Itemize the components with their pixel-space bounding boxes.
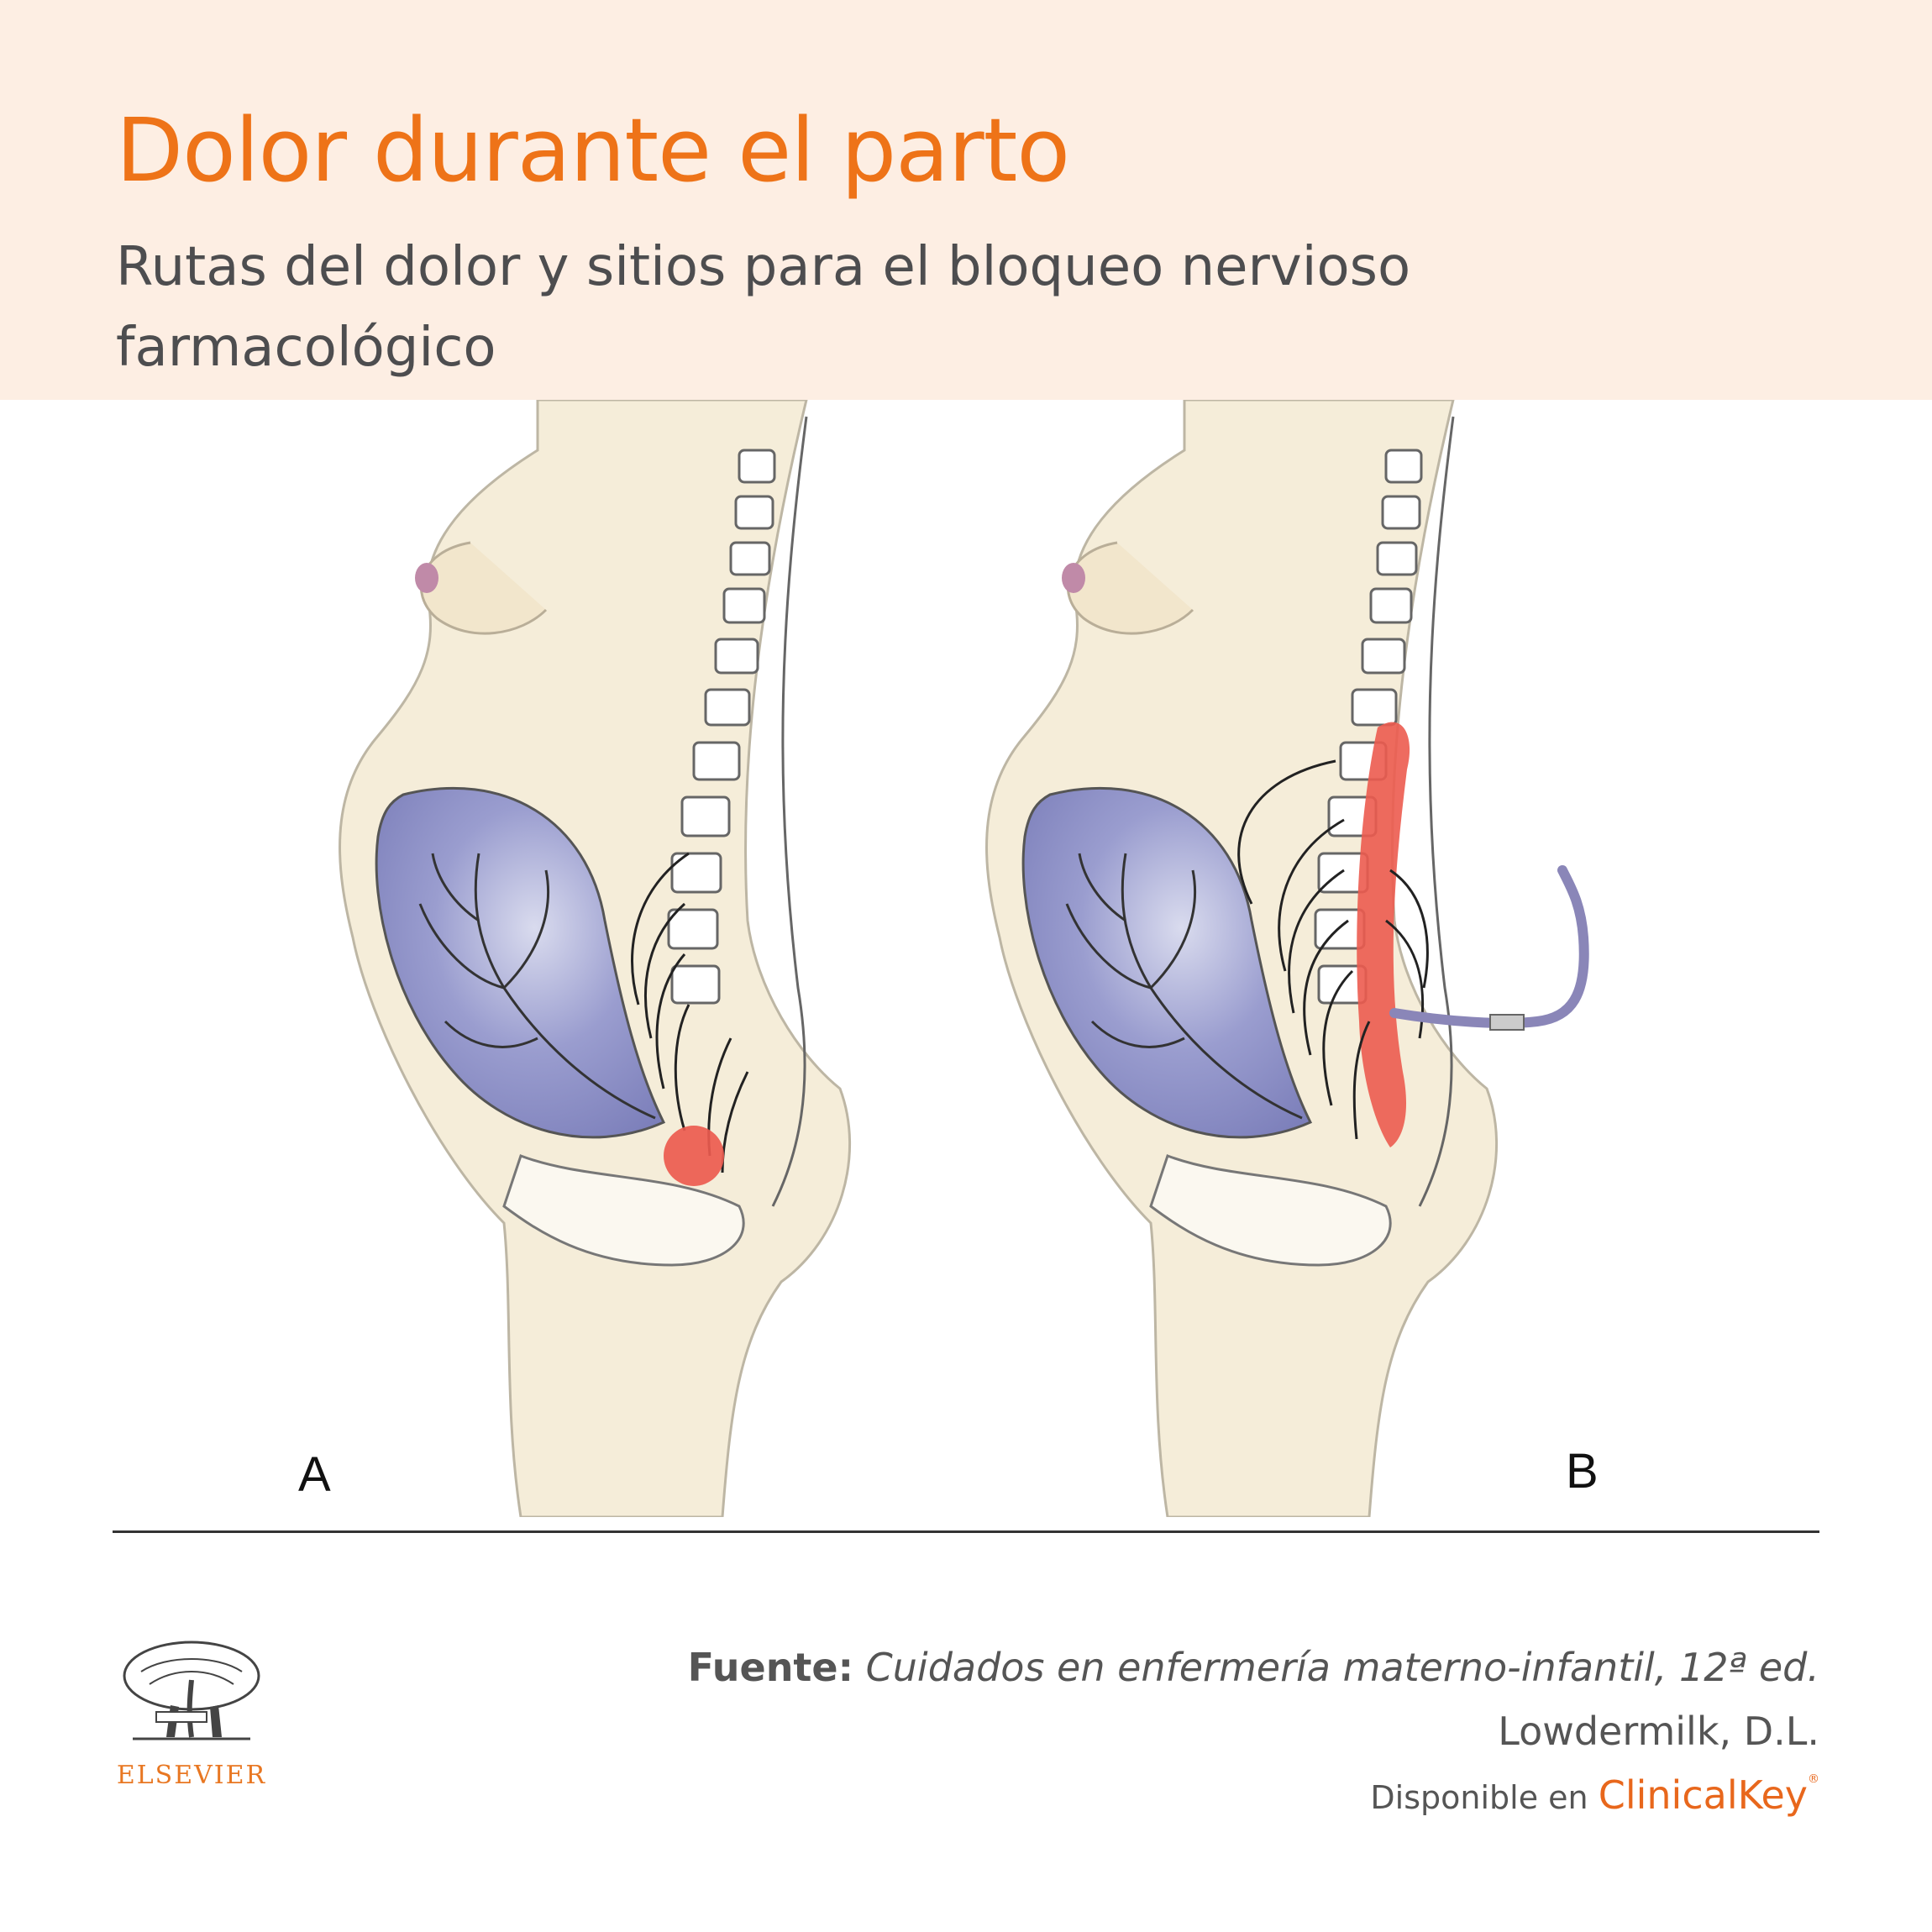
nerves-b xyxy=(1237,759,1429,1140)
elsevier-tree-logo xyxy=(123,1641,260,1740)
epidural-catheter xyxy=(1389,865,1589,1028)
pudendal-block-site xyxy=(664,1126,724,1186)
availability-prefix: Disponible en xyxy=(1370,1779,1588,1816)
source-credits: Fuente: Cuidados en enfermería materno-i… xyxy=(688,1645,1819,1818)
uterus-b xyxy=(1021,786,1313,1139)
elsevier-wordmark: ELSEVIER xyxy=(116,1761,267,1790)
page-subtitle: Rutas del dolor y sitios para el bloqueo… xyxy=(116,236,1411,379)
epidural-block-area xyxy=(1357,722,1410,1147)
nipple-b xyxy=(1062,563,1085,593)
panel-a-figure xyxy=(339,400,851,1517)
anatomical-illustration xyxy=(339,400,1589,1517)
panel-label-a: A xyxy=(298,1447,331,1502)
nerves-a xyxy=(631,852,749,1173)
uterus-a xyxy=(375,786,666,1139)
page-title: Dolor durante el parto xyxy=(116,99,1070,202)
source-label: Fuente: xyxy=(687,1645,854,1690)
panel-label-b: B xyxy=(1566,1444,1599,1499)
spine-a xyxy=(667,449,776,1005)
breast-a xyxy=(420,541,548,635)
clinicalkey-link[interactable]: ClinicalKey xyxy=(1598,1772,1808,1818)
pelvis-b xyxy=(1149,1154,1392,1267)
panel-b-figure xyxy=(985,400,1589,1517)
header-banner: Dolor durante el parto Rutas del dolor y… xyxy=(0,0,1932,400)
footer-divider xyxy=(113,1530,1819,1533)
nipple-a xyxy=(415,563,438,593)
registered-mark-icon: ® xyxy=(1808,1772,1819,1786)
source-author: Lowdermilk, D.L. xyxy=(1498,1709,1819,1754)
vessels-a xyxy=(418,853,656,1120)
vessels-b xyxy=(1065,853,1303,1120)
catheter-connector xyxy=(1489,1014,1525,1031)
pelvis-a xyxy=(502,1154,745,1267)
breast-b xyxy=(1067,541,1194,635)
source-book-title: Cuidados en enfermería materno-infantil,… xyxy=(865,1645,1819,1690)
